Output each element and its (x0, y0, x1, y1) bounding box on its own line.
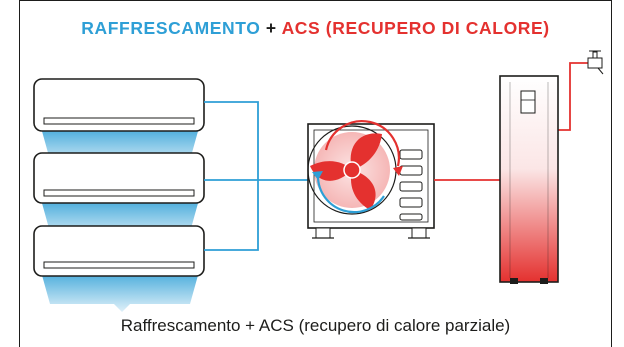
diagram-frame (19, 0, 612, 347)
wall-unit-icon (33, 225, 205, 277)
diagram-title: RAFFRESCAMENTO + ACS (RECUPERO DI CALORE… (19, 18, 612, 39)
water-heater-icon (499, 75, 559, 284)
diagram-caption: Raffrescamento + ACS (recupero di calore… (120, 316, 511, 335)
outdoor-unit (307, 120, 435, 239)
title-plus: + (260, 18, 282, 38)
title-dhw: ACS (RECUPERO DI CALORE) (281, 18, 550, 38)
hot-water-lines (434, 62, 590, 181)
cooling-lines (204, 101, 318, 251)
wall-unit-icon (33, 78, 205, 132)
indoor-unit-3 (33, 225, 205, 312)
fan-icon (307, 125, 397, 215)
cold-airflow-icon (40, 268, 200, 312)
faucet-icon (587, 50, 604, 75)
title-cooling: RAFFRESCAMENTO (81, 18, 261, 38)
